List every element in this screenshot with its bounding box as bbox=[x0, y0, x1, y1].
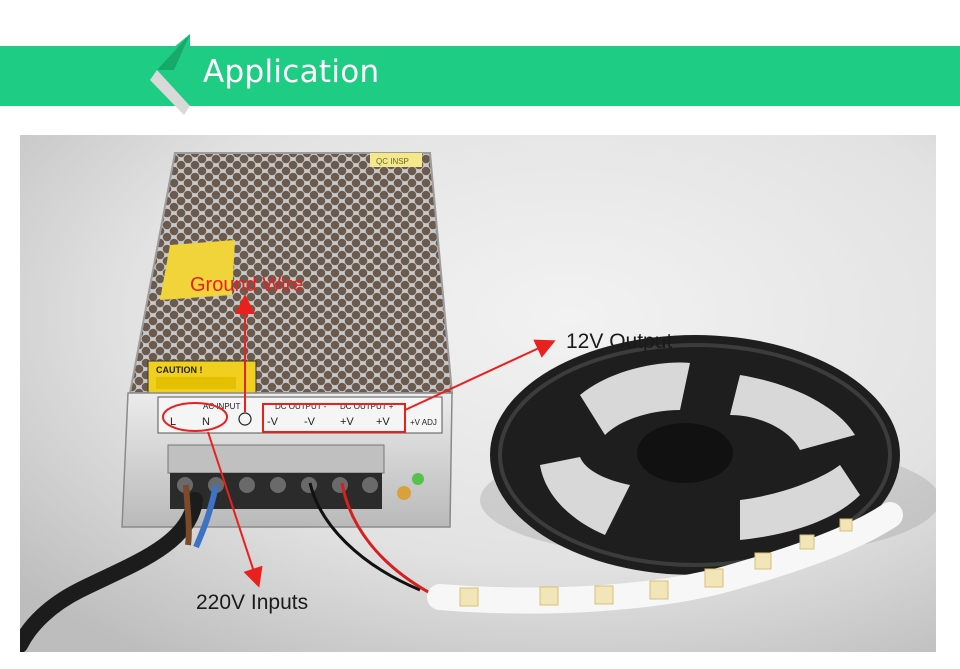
caution-text: CAUTION ! bbox=[156, 365, 203, 375]
terminal-block bbox=[167, 444, 385, 474]
qc-sticker bbox=[370, 153, 422, 167]
led-chips bbox=[459, 518, 853, 607]
terminal-minus-v-1: -V bbox=[267, 416, 279, 428]
terminal-plus-v-1: +V bbox=[340, 416, 354, 428]
led-reel-rim bbox=[498, 343, 892, 567]
product-photo: QC INSP CAUTION ! AC INPUT DC OUTPUT - D… bbox=[20, 135, 936, 652]
ac-input-label: AC INPUT bbox=[203, 402, 240, 411]
output-red-wire bbox=[340, 482, 431, 595]
ground-wire-label: Ground Wire bbox=[190, 274, 304, 296]
output-label: 12V Output bbox=[566, 330, 673, 353]
input-cable bbox=[20, 492, 203, 652]
ground-symbol-icon bbox=[238, 412, 252, 426]
header-banner bbox=[0, 34, 960, 115]
terminal-minus-v-2: -V bbox=[304, 416, 316, 428]
caution-small-print bbox=[156, 377, 236, 389]
banner-tab bbox=[146, 34, 960, 106]
adj-pot bbox=[397, 486, 411, 500]
banner-fold-shadow bbox=[150, 70, 190, 115]
reel-hub bbox=[637, 423, 733, 483]
inputs-label: 220V Inputs bbox=[196, 591, 309, 614]
terminal-l-label: L bbox=[170, 416, 176, 428]
output-black-wire bbox=[308, 482, 421, 592]
adj-label: +V ADJ bbox=[410, 418, 437, 427]
status-led bbox=[412, 473, 424, 485]
terminal-plus-v-2: +V bbox=[376, 416, 390, 428]
qc-label: QC INSP bbox=[376, 157, 409, 166]
reel-windows bbox=[540, 362, 860, 540]
warning-sticker bbox=[160, 240, 235, 300]
dc-output-pos-label: DC OUTPUT + bbox=[340, 402, 394, 411]
banner-fold bbox=[157, 34, 190, 70]
banner-title: Application bbox=[203, 54, 380, 90]
terminal-n-label: N bbox=[202, 416, 210, 428]
brown-wire bbox=[183, 484, 192, 546]
dc-output-neg-label: DC OUTPUT - bbox=[275, 402, 327, 411]
